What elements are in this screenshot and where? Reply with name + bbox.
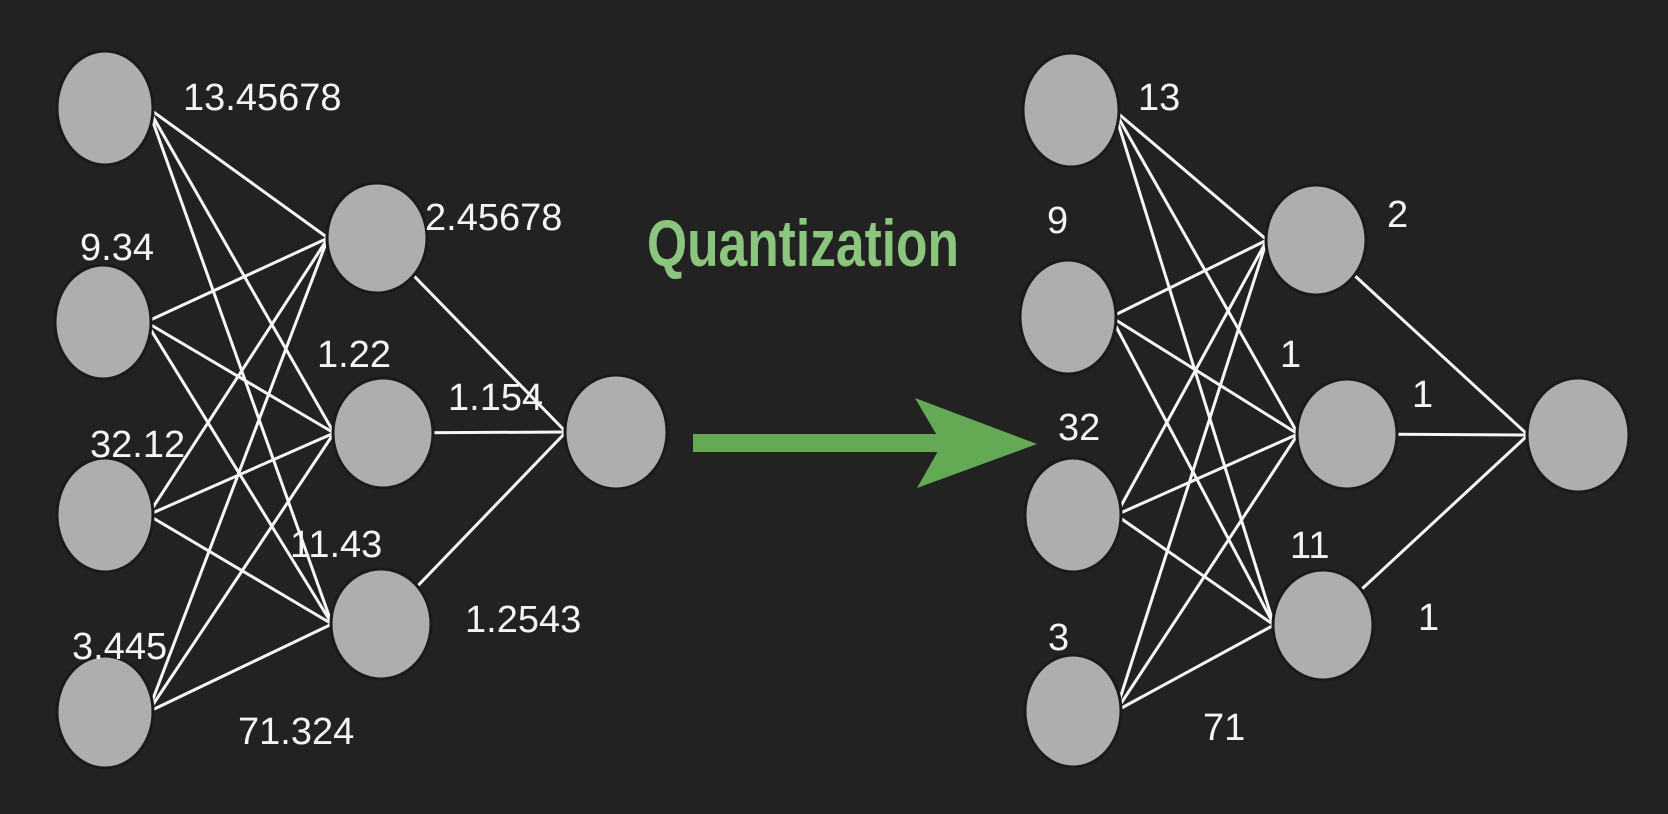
quantized-network-output-node [1525, 376, 1631, 494]
quantized-network-edge-i1-h2 [1112, 108, 1300, 436]
float-network-input-node-1 [55, 49, 155, 167]
quantized-network-weight-label-4: 3 [1048, 617, 1069, 659]
float-network-edge-i1-h2 [146, 106, 336, 435]
float-network-weight-label-2: 9.34 [80, 227, 154, 269]
float-network-edge-i2-h1 [144, 236, 330, 324]
quantized-network-weight-label-1: 13 [1138, 77, 1180, 119]
quantized-network-edge-i3-h3 [1114, 513, 1276, 627]
float-network-edge-i4-h1 [146, 236, 330, 714]
float-network-edge-i2-h2 [144, 320, 336, 435]
float-network-weight-label-3: 32.12 [90, 424, 185, 466]
quantized-network-weight-label-9: 1 [1412, 374, 1433, 416]
float-network-weight-label-6: 1.22 [317, 334, 391, 376]
float-network-edge-i4-h3 [146, 622, 334, 714]
quantized-network-weight-label-2: 9 [1047, 200, 1068, 242]
float-network-weight-label-7: 11.43 [290, 524, 382, 566]
quantized-network-weight-label-3: 32 [1058, 407, 1100, 449]
float-network-weight-label-8: 71.324 [238, 711, 354, 753]
quantized-network-weight-label-10: 1 [1418, 597, 1439, 639]
float-network-edge-i1-h1 [146, 106, 330, 240]
quantized-network-input-node-3 [1023, 456, 1123, 574]
arrow-shaft [693, 434, 943, 452]
float-network-weight-label-5: 2.45678 [425, 197, 562, 239]
quantized-network-input-node-1 [1021, 51, 1121, 169]
float-network-hidden-node-1 [325, 181, 429, 295]
float-network-weight-label-9: 1.154 [448, 377, 543, 419]
quantization-title: Quantization [647, 206, 959, 280]
quantized-network-weight-label-7: 11 [1290, 525, 1329, 567]
quantized-network-hidden-node-2 [1295, 377, 1399, 491]
arrow-head [915, 398, 1037, 488]
float-network-edge-i3-h3 [146, 513, 334, 626]
float-network-output-node [563, 373, 669, 491]
float-network-edge-i1-h3 [146, 106, 334, 626]
quantized-network-edge-i2-h1 [1109, 238, 1269, 319]
quantized-network-edge-i3-h2 [1114, 432, 1300, 517]
float-network-hidden-node-2 [331, 376, 435, 490]
quantized-network-edge-i1-h1 [1112, 108, 1269, 242]
quantized-network-hidden-node-1 [1264, 183, 1368, 297]
float-network-input-node-3 [55, 456, 155, 574]
quantized-network-weight-label-8: 71 [1203, 707, 1245, 749]
quantized-network-input-node-4 [1023, 653, 1123, 769]
quantized-network-edge-i4-h2 [1114, 432, 1300, 713]
quantized-network-edge-i2-h2 [1109, 315, 1300, 436]
quantized-network-edge-i3-h1 [1114, 238, 1269, 517]
quantized-network-weight-label-5: 2 [1387, 194, 1408, 236]
quantized-network-weight-label-6: 1 [1280, 334, 1301, 376]
float-network-edge-i3-h2 [146, 431, 336, 517]
float-network-weight-label-1: 13.45678 [183, 77, 342, 119]
float-network-weight-label-4: 3.445 [72, 626, 167, 668]
quantized-network-edge-i4-h1 [1114, 238, 1269, 713]
quantized-network-hidden-node-3 [1271, 568, 1375, 682]
float-network-hidden-node-3 [329, 567, 433, 681]
float-network-edge-i3-h1 [146, 236, 330, 517]
float-network-input-node-4 [55, 654, 155, 770]
float-network-input-node-2 [53, 263, 153, 381]
quantization-arrow [693, 398, 1037, 488]
float-network-weight-label-10: 1.2543 [465, 599, 581, 641]
float-network-edge-i4-h2 [146, 431, 336, 714]
float-network: 13.45678 9.34 32.12 3.445 2.45678 1.22 11.43 71… [53, 49, 669, 770]
quantized-network-input-node-2 [1018, 258, 1118, 376]
quantized-network-edge-i4-h3 [1114, 623, 1276, 713]
